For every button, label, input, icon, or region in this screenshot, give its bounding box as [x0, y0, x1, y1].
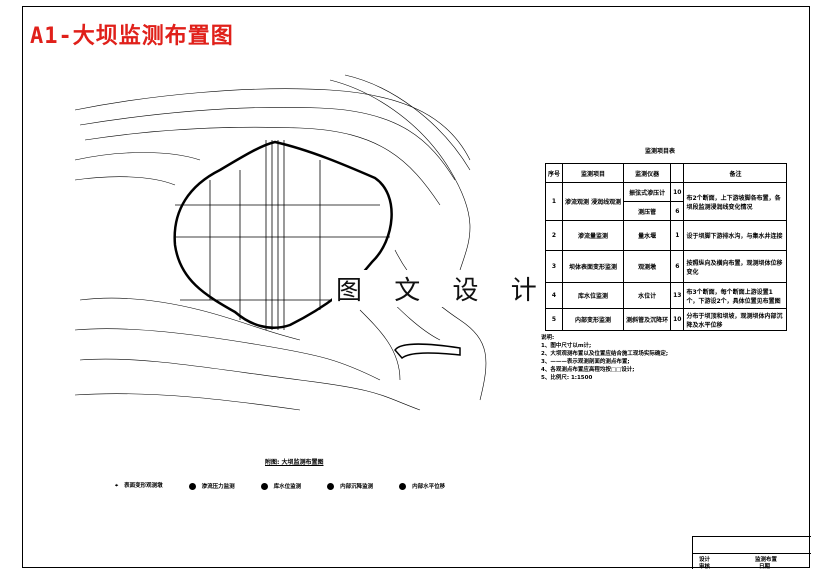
- note-item: 4、各观测点布置应高程均按□□设计;: [541, 367, 635, 373]
- cell: 内部变形监测: [562, 308, 625, 331]
- drawing-title: A1-大坝监测布置图: [30, 24, 234, 49]
- title-block-divider: [693, 553, 811, 554]
- dam-axis-lines: [175, 140, 390, 330]
- legend: ⌖ 表面变形观测墩 渗流压力监测 库水位监测 内部沉降监测 内部水平位移: [115, 481, 445, 490]
- crosshair-icon: ⌖: [115, 483, 119, 489]
- header-cell: 监测项目: [562, 163, 625, 183]
- note-item: 2、大坝观测布置以及位置应结合施工现场实际确定;: [541, 351, 669, 357]
- cell: 5: [544, 308, 564, 331]
- cell: 1: [670, 220, 685, 251]
- title-block-cell: 审核: [699, 564, 711, 570]
- title-block-cell: 日期: [759, 564, 771, 570]
- table-caption: 监测项目表: [645, 148, 676, 155]
- contour-lines: [74, 74, 487, 411]
- spillway: [394, 343, 461, 360]
- legend-label: 渗流压力监测: [201, 483, 235, 490]
- legend-label: 内部水平位移: [412, 483, 446, 490]
- note-item: 1、图中尺寸以m计;: [541, 343, 592, 349]
- cell: 观测墩: [623, 250, 672, 283]
- cell: 6: [670, 250, 685, 283]
- header-cell: 备注: [683, 163, 788, 183]
- cell: 10: [670, 182, 685, 202]
- dot-icon: [188, 482, 196, 490]
- note-item: 3、———表示观测剖面的测点布置;: [541, 359, 630, 365]
- legend-item: 渗流压力监测: [188, 482, 235, 490]
- dot-icon: [260, 482, 268, 490]
- cell: 按照纵向及横向布置，观测坝体位移变化: [683, 250, 788, 283]
- cell: 布3个断面，每个断面上游设置1个，下游设2个，具体位置见布置图: [683, 282, 788, 309]
- legend-item: 内部沉降监测: [327, 482, 373, 490]
- monitoring-table: 序号 监测项目 监测仪器 备注 1 渗流观测 浸润线观测 振弦式渗压计 10 布…: [544, 163, 788, 331]
- watermark: 图 文 设 计: [332, 270, 553, 307]
- legend-item: ⌖ 表面变形观测墩: [115, 481, 163, 490]
- cell: 水位计: [623, 282, 672, 309]
- title-block: 设计 监测布置 审核 日期: [692, 536, 811, 570]
- drawing-frame: [22, 6, 810, 568]
- dot-icon: [327, 482, 335, 490]
- table-header: 序号 监测项目 监测仪器 备注: [544, 163, 788, 183]
- dot-icon: [399, 482, 407, 490]
- note-item: 5、比例尺: 1:1500: [541, 375, 593, 381]
- notes-heading: 说明:: [541, 335, 555, 341]
- dam-outline: [173, 140, 393, 329]
- cell: 渗流量监测: [562, 220, 625, 251]
- cell: 布2个断面，上下游坡脚各布置，各坝段监测浸润线变化情况: [683, 182, 788, 221]
- cell: 10: [670, 308, 685, 331]
- cell: 测斜管及沉降环: [623, 308, 672, 331]
- notes: 说明: 1、图中尺寸以m计; 2、大坝观测布置以及位置应结合施工现场实际确定; …: [541, 334, 668, 382]
- title-block-cell: 监测布置: [755, 557, 778, 563]
- header-cell: 序号: [544, 163, 564, 183]
- legend-label: 内部沉降监测: [340, 483, 374, 490]
- cell: 渗流观测 浸润线观测: [562, 182, 625, 221]
- cell: 3: [544, 250, 564, 283]
- legend-label: 库水位监测: [273, 483, 302, 490]
- header-cell: [670, 163, 685, 183]
- cell: 6: [670, 201, 685, 221]
- cell: 设于坝脚下游排水沟，与集水井连接: [683, 220, 788, 251]
- cell: 坝体表面变形监测: [562, 250, 625, 283]
- cell: 13: [670, 282, 685, 309]
- title-block-cell: 设计: [699, 557, 711, 563]
- legend-item: 内部水平位移: [399, 482, 445, 490]
- table-row: 1 渗流观测 浸润线观测 振弦式渗压计 10 布2个断面，上下游坡脚各布置，各坝…: [544, 182, 788, 221]
- cell: 振弦式渗压计: [623, 182, 672, 202]
- cell: 库水位监测: [562, 282, 625, 309]
- legend-item: 库水位监测: [260, 482, 302, 490]
- plan-caption: 附图: 大坝监测布置图: [265, 459, 324, 466]
- cell: 2: [544, 220, 564, 251]
- header-cell: 监测仪器: [623, 163, 672, 183]
- cell: 4: [544, 282, 564, 309]
- legend-label: 表面变形观测墩: [124, 483, 163, 489]
- cell: 分布于坝顶和坝坡，观测坝体内部沉降及水平位移: [683, 308, 788, 331]
- cell: 测压管: [623, 201, 672, 221]
- cell: 1: [544, 182, 564, 221]
- cell: 量水堰: [623, 220, 672, 251]
